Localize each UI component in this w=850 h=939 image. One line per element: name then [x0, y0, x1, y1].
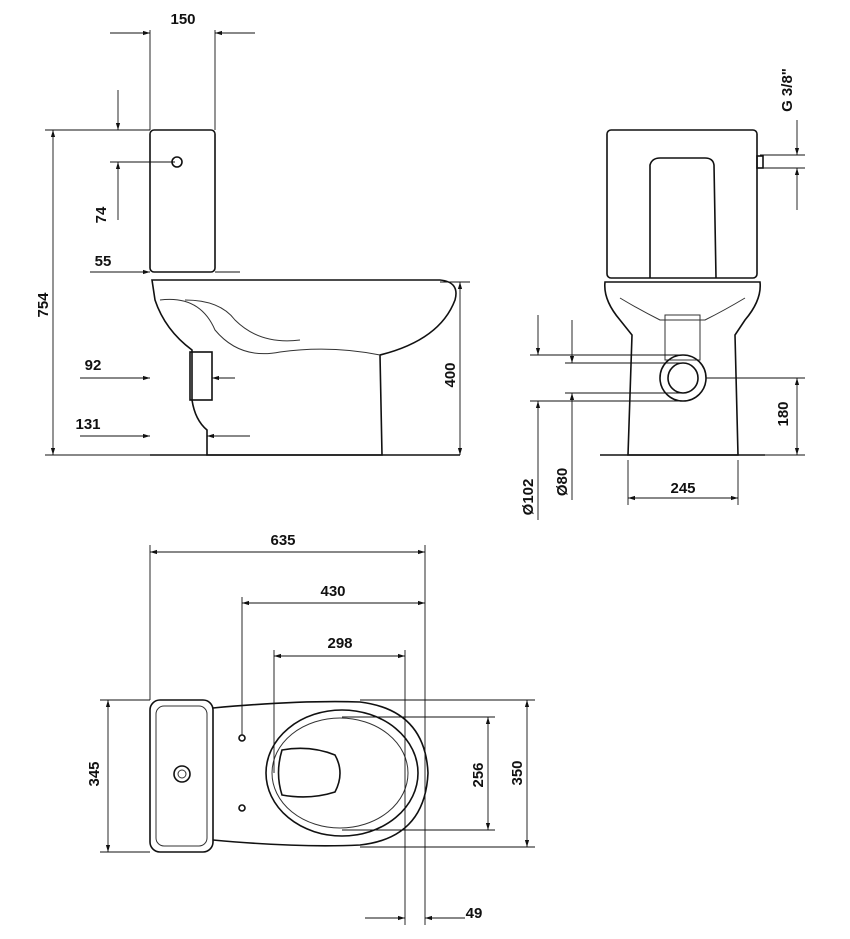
outlet-outer	[659, 354, 707, 402]
dim-inlet-height: 74	[93, 206, 110, 223]
dim-outlet-height: 180	[775, 401, 792, 426]
dim-bowl-opening-width: 256	[470, 762, 487, 787]
dim-rear-offset: 49	[466, 905, 483, 922]
front-dimensions: G 3/8" 180 245 Ø102 Ø80	[520, 68, 805, 520]
front-view	[600, 129, 765, 456]
outlet-pipe	[189, 351, 213, 401]
flush-button	[173, 765, 191, 783]
outlet-inner	[667, 362, 699, 394]
tank-side	[149, 129, 216, 273]
top-view	[149, 699, 429, 853]
dim-tank-width: 150	[170, 11, 195, 28]
dim-outlet-outer-diameter: Ø102	[520, 479, 537, 516]
side-view	[149, 129, 460, 456]
dim-tank-offset: 55	[95, 253, 112, 270]
dim-tank-length: 345	[86, 761, 103, 786]
dim-bowl-width: 350	[509, 760, 526, 785]
bowl-top	[212, 700, 429, 847]
dim-base-width: 245	[670, 480, 695, 497]
dim-inlet-thread: G 3/8"	[779, 68, 796, 112]
dim-total-height: 754	[35, 292, 52, 318]
side-dimensions: 150 74 55 754 92 131 400	[35, 11, 470, 456]
dim-total-length: 635	[270, 532, 295, 549]
bowl-front	[603, 281, 762, 456]
dim-base-offset: 131	[75, 416, 100, 433]
dim-outlet-inner-diameter: Ø80	[554, 468, 571, 496]
top-dimensions: 635 430 298 345 256 350 49	[86, 532, 535, 925]
tank-front	[606, 129, 758, 279]
bowl-side	[151, 279, 457, 456]
dim-length-430: 430	[320, 583, 345, 600]
dim-seat-height: 400	[442, 362, 459, 387]
bowl-rim	[265, 709, 419, 837]
tank-top	[149, 699, 214, 853]
dim-bowl-opening-length: 298	[327, 635, 352, 652]
dim-outlet-offset: 92	[85, 357, 102, 374]
